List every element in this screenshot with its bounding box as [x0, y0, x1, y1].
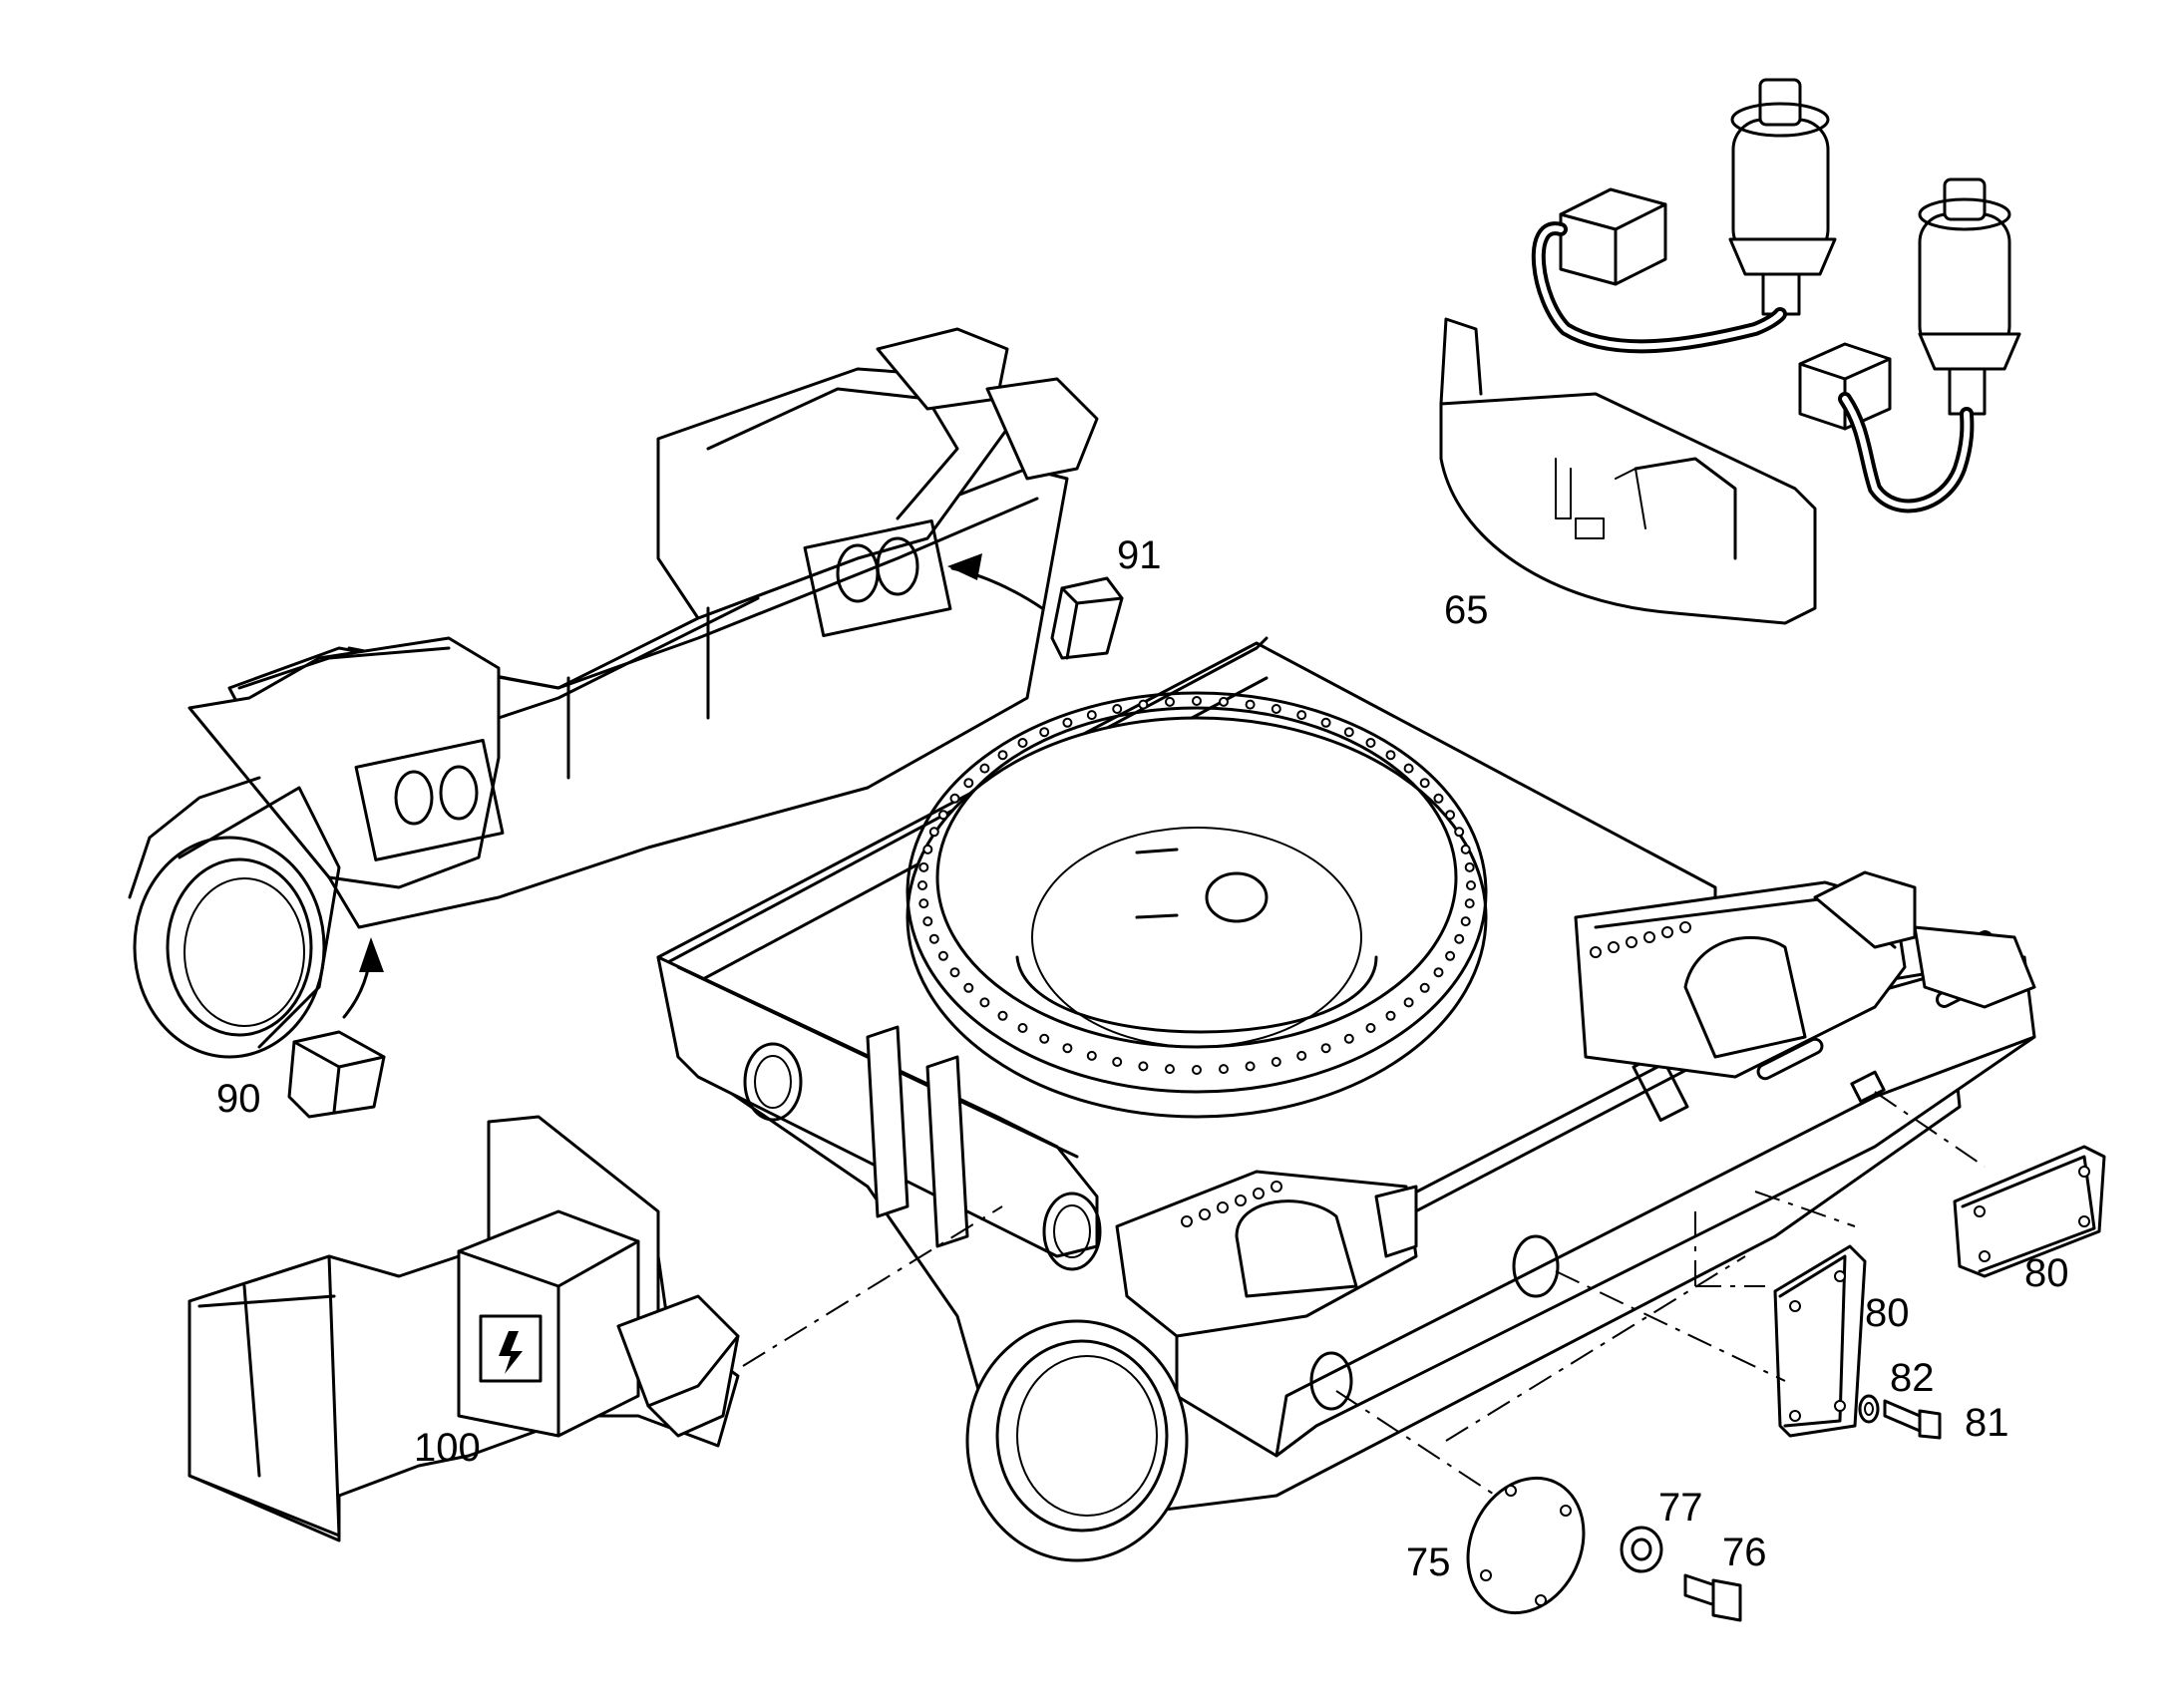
- ring-bolt-hole: [1460, 844, 1471, 854]
- housing-hole-row: [1181, 921, 1691, 1227]
- callout-90: 90: [216, 1077, 261, 1121]
- round-cover-75: [1466, 1476, 1586, 1615]
- ring-bolt-hole: [1464, 861, 1475, 872]
- callout-82: 82: [1890, 1356, 1935, 1400]
- callout-65: 65: [1444, 588, 1489, 632]
- callout-100: 100: [414, 1426, 481, 1470]
- ring-bolt-hole: [1403, 997, 1414, 1008]
- ring-bolt-hole: [1403, 763, 1414, 774]
- ring-bolt-hole: [1039, 727, 1050, 738]
- ring-bolt-hole: [1419, 778, 1430, 789]
- ring-bolt-hole: [1419, 982, 1430, 993]
- ring-bolt-hole: [1086, 710, 1097, 721]
- ring-bolt-hole: [922, 916, 933, 927]
- ring-bolt-hole: [1165, 696, 1175, 707]
- ring-bolt-hole: [1219, 696, 1229, 707]
- ring-bolt-hole: [1343, 1033, 1354, 1044]
- cover-plate-80-b: [1953, 1145, 2106, 1278]
- ring-bolt-hole: [997, 1010, 1008, 1021]
- ring-bolt-hole: [1445, 810, 1456, 821]
- block-part-91: [947, 553, 1124, 660]
- cover-plate-80-a: [1773, 1244, 1867, 1438]
- ring-bolt-hole: [1138, 699, 1149, 710]
- ring-bolt-hole: [1165, 1064, 1175, 1075]
- ring-bolt-hole: [1112, 704, 1123, 714]
- callout-77: 77: [1658, 1486, 1703, 1530]
- ring-bolt-hole: [1385, 750, 1396, 761]
- callout-80-b: 80: [2024, 1251, 2069, 1295]
- ring-bolt-hole: [1433, 793, 1444, 804]
- ring-bolt-hole: [979, 997, 990, 1008]
- callout-75: 75: [1406, 1540, 1451, 1584]
- ring-bolt-hole: [949, 793, 960, 804]
- ring-bolt-hole: [1460, 916, 1471, 927]
- callout-76: 76: [1722, 1531, 1767, 1574]
- ring-bolt-hole: [918, 898, 929, 909]
- ring-bolt-hole: [1320, 1043, 1331, 1054]
- ring-bolt-hole: [1466, 880, 1476, 890]
- ring-bolt-hole: [1039, 1033, 1050, 1044]
- callout-91: 91: [1117, 533, 1162, 577]
- ring-bolt-hole: [1320, 717, 1331, 728]
- ring-bolt-hole: [1296, 1050, 1307, 1061]
- bolt-76: [1683, 1573, 1742, 1622]
- callout-80-a: 80: [1865, 1291, 1910, 1335]
- ring-bolt-hole: [1086, 1050, 1097, 1061]
- ring-bolt-hole: [928, 933, 939, 944]
- ring-bolt-hole: [937, 810, 948, 821]
- main-car-body: [656, 636, 2036, 1562]
- ring-bolt-hole: [1464, 898, 1475, 909]
- washer-82: [1858, 1394, 1880, 1424]
- ring-bolt-hole: [1192, 696, 1202, 706]
- ring-bolt-hole: [928, 827, 939, 838]
- ring-bolt-hole: [1017, 738, 1028, 748]
- ring-bolt-hole: [1112, 1057, 1123, 1067]
- ring-bolt-hole: [918, 861, 929, 872]
- ring-bolt-hole: [1245, 699, 1256, 710]
- ring-bolt-hole: [1385, 1010, 1396, 1021]
- ring-bolt-hole: [922, 844, 933, 854]
- ring-bolt-hole: [1192, 1065, 1202, 1075]
- ring-bolt-hole: [949, 967, 960, 978]
- ring-bolt-hole: [1219, 1064, 1229, 1075]
- ring-bolt-hole: [997, 750, 1008, 761]
- ring-bolt-hole: [1454, 827, 1465, 838]
- ring-bolt-hole: [1365, 738, 1376, 748]
- ring-bolt-hole: [1245, 1061, 1256, 1072]
- ring-bolt-hole: [1062, 1043, 1073, 1054]
- washer-77: [1620, 1526, 1663, 1573]
- ring-bolt-hole: [1271, 1057, 1281, 1067]
- ring-bolt-hole: [1454, 933, 1465, 944]
- ring-bolt-hole: [1445, 950, 1456, 961]
- ring-bolt-hole: [979, 763, 990, 774]
- ring-bolt-hole: [963, 982, 974, 993]
- ring-bolt-hole: [1271, 704, 1281, 714]
- ring-bolt-hole: [1343, 727, 1354, 738]
- left-track-frame: [128, 327, 1099, 1059]
- ring-bolt-hole: [1365, 1023, 1376, 1033]
- ring-bolt-hole: [963, 778, 974, 789]
- accumulator-kit-65: [1439, 78, 2021, 625]
- ring-bolt-hole: [1296, 710, 1307, 721]
- callout-81: 81: [1965, 1401, 2009, 1445]
- ring-bolt-holes: [917, 696, 1476, 1075]
- assembly-lines: [742, 1091, 1986, 1497]
- ring-bolt-hole: [1433, 967, 1444, 978]
- ring-bolt-hole: [1017, 1023, 1028, 1033]
- ring-bolt-hole: [937, 950, 948, 961]
- ring-bolt-hole: [917, 880, 927, 890]
- ring-bolt-hole: [1138, 1061, 1149, 1072]
- bolt-81: [1883, 1399, 1942, 1440]
- ring-bolt-hole: [1062, 717, 1073, 728]
- block-part-90: [287, 937, 386, 1119]
- component-box-100: [187, 1115, 740, 1542]
